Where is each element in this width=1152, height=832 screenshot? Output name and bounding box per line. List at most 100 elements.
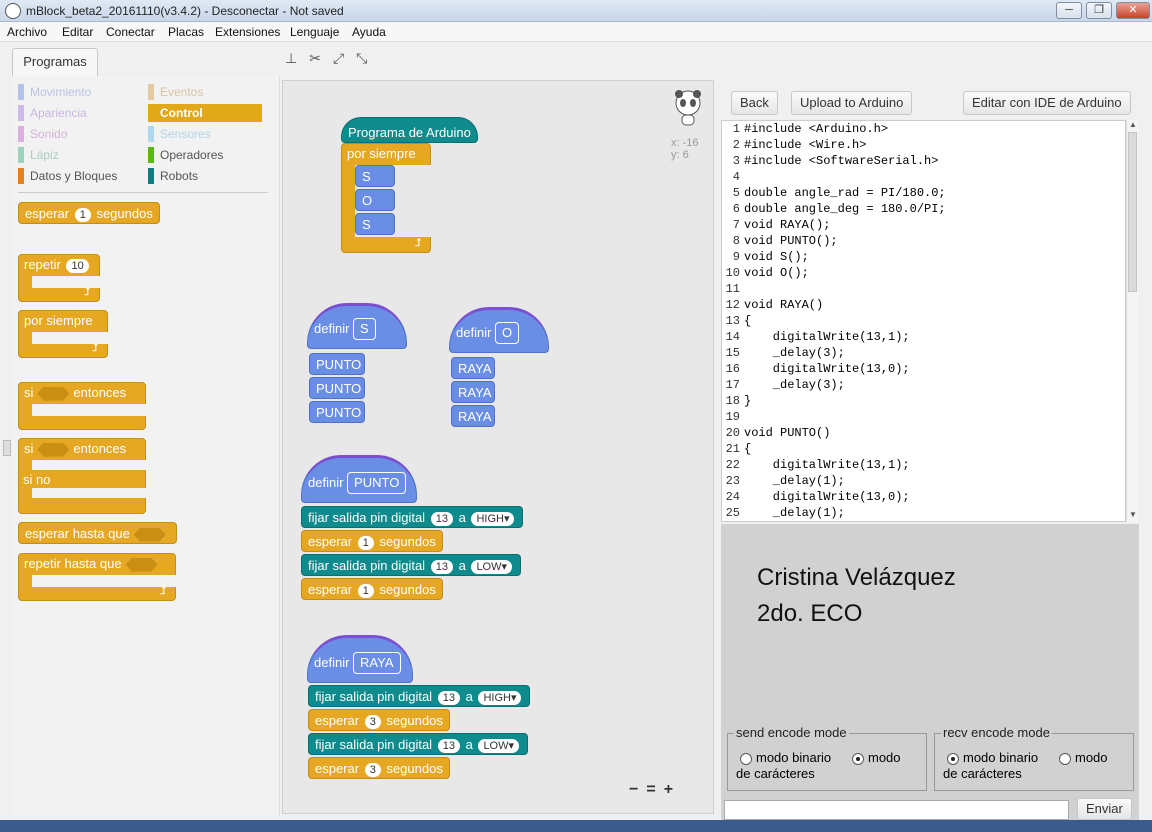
call-raya-block[interactable]: RAYA [451,381,495,403]
number-input[interactable]: 1 [357,583,374,598]
category-movimiento[interactable]: Movimiento [18,83,128,101]
scroll-up-icon[interactable]: ▲ [1129,120,1137,129]
call-raya-block[interactable]: RAYA [451,357,495,379]
level-dropdown[interactable]: LOW▾ [478,738,520,753]
scroll-down-icon[interactable]: ▼ [1129,510,1137,519]
set-pin-high-block[interactable]: fijar salida pin digital 13 a HIGH▾ [301,506,524,528]
menu-ayuda[interactable]: Ayuda [352,25,386,39]
scrollbar-thumb[interactable] [1128,132,1137,292]
category-sensores[interactable]: Sensores [148,125,258,143]
recv-binary-option[interactable]: modo binario [947,750,1038,765]
send-binary-option[interactable]: modo binario [740,750,831,765]
call-o-block[interactable]: O [355,189,395,211]
call-s-block[interactable]: S [355,165,395,187]
upload-button[interactable]: Upload to Arduino [791,91,913,115]
category-eventos[interactable]: Eventos [148,83,258,101]
boolean-slot[interactable] [37,442,70,457]
number-input[interactable]: 1 [357,535,374,550]
call-raya-block[interactable]: RAYA [451,405,495,427]
script-area[interactable]: x: -16 y: 6 Programa de Arduino por siem… [282,80,714,814]
category-control[interactable]: Control [148,104,262,122]
category-sonido[interactable]: Sonido [18,125,128,143]
menu-placas[interactable]: Placas [168,25,205,39]
code-scrollbar[interactable]: ▲ ▼ [1126,120,1138,522]
shrink-icon[interactable]: ⤡ [356,50,380,66]
zoom-out-icon[interactable]: − [629,781,647,798]
category-color-swatch [18,147,24,163]
recv-char-option[interactable]: modo [1059,750,1108,765]
tab-programas[interactable]: Programas [12,48,98,76]
proc-name: PUNTO [347,472,407,494]
call-punto-block[interactable]: PUNTO [309,377,365,399]
close-button[interactable]: ✕ [1116,2,1150,19]
zoom-reset-icon[interactable]: = [646,781,664,798]
category-apariencia[interactable]: Apariencia [18,104,128,122]
category-datos[interactable]: Datos y Bloques [18,167,128,185]
pin-input[interactable]: 13 [437,690,460,705]
edit-ide-button[interactable]: Editar con IDE de Arduino [963,91,1131,115]
radio-label: modo [868,750,901,765]
send-button[interactable]: Enviar [1077,798,1132,820]
radio-selected-icon[interactable] [852,752,864,765]
stamp-icon[interactable]: ⊥ [285,50,310,66]
call-punto-block[interactable]: PUNTO [309,401,365,423]
scissors-icon[interactable]: ✂ [309,50,333,66]
menu-editar[interactable]: Editar [62,25,94,39]
set-pin-low-block[interactable]: fijar salida pin digital 13 a LOW▾ [301,554,522,576]
set-pin-low-block[interactable]: fijar salida pin digital 13 a LOW▾ [308,733,529,755]
number-input[interactable]: 3 [364,762,381,777]
define-raya-hat[interactable]: definir RAYA [307,635,413,683]
wait-block[interactable]: esperar 1 segundos [301,578,443,600]
minimize-button[interactable]: ─ [1056,2,1082,19]
category-color-swatch [148,105,154,121]
define-punto-hat[interactable]: definir PUNTO [301,455,417,503]
palette-wait-block[interactable]: esperar 1 segundos [18,202,160,224]
number-input[interactable]: 3 [364,714,381,729]
pin-input[interactable]: 13 [430,511,453,526]
wait-block[interactable]: esperar 3 segundos [308,709,450,731]
menu-archivo[interactable]: Archivo [7,25,48,39]
wait-block[interactable]: esperar 3 segundos [308,757,450,779]
boolean-slot[interactable] [37,386,70,401]
boolean-slot[interactable] [125,557,158,572]
define-s-hat[interactable]: definir S [307,303,407,349]
grow-icon[interactable]: ⤢ [332,50,357,66]
menu-extensiones[interactable]: Extensiones [215,25,281,39]
boolean-slot[interactable] [133,527,166,542]
line-number: 1 [732,122,740,136]
serial-send-input[interactable] [724,800,1069,820]
zoom-in-icon[interactable]: + [663,781,682,798]
code-line: 21{ [722,441,1125,457]
level-value: HIGH [483,691,511,704]
menu-conectar[interactable]: Conectar [106,25,155,39]
define-o-hat[interactable]: definir O [449,307,549,353]
pin-input[interactable]: 13 [437,738,460,753]
call-s-block[interactable]: S [355,213,395,235]
level-dropdown[interactable]: LOW▾ [471,559,513,574]
send-char-option[interactable]: modo [852,750,901,765]
radio-icon[interactable] [740,752,752,765]
set-pin-high-block[interactable]: fijar salida pin digital 13 a HIGH▾ [308,685,531,707]
code-line: 15 _delay(3); [722,345,1125,361]
maximize-button[interactable]: ❐ [1086,2,1112,19]
code-editor[interactable]: 1#include <Arduino.h>2#include <Wire.h>3… [721,120,1126,522]
palette-collapse-handle[interactable] [3,440,11,456]
number-input[interactable]: 1 [74,207,91,222]
arduino-program-hat[interactable]: Programa de Arduino [341,117,478,143]
category-operadores[interactable]: Operadores [148,146,258,164]
back-button[interactable]: Back [731,91,778,115]
number-input[interactable]: 10 [66,258,89,273]
wait-block[interactable]: esperar 1 segundos [301,530,443,552]
palette-wait-until-block[interactable]: esperar hasta que [18,522,177,544]
pin-input[interactable]: 13 [430,559,453,574]
radio-icon[interactable] [1059,752,1071,765]
level-dropdown[interactable]: HIGH▾ [478,690,522,705]
menu-lenguaje[interactable]: Lenguaje [290,25,340,39]
radio-selected-icon[interactable] [947,752,959,765]
level-dropdown[interactable]: HIGH▾ [471,511,515,526]
line-number: 12 [725,298,740,312]
call-punto-block[interactable]: PUNTO [309,353,365,375]
category-lapiz[interactable]: Lápiz [18,146,128,164]
category-robots[interactable]: Robots [148,167,258,185]
c-slot [32,575,176,587]
